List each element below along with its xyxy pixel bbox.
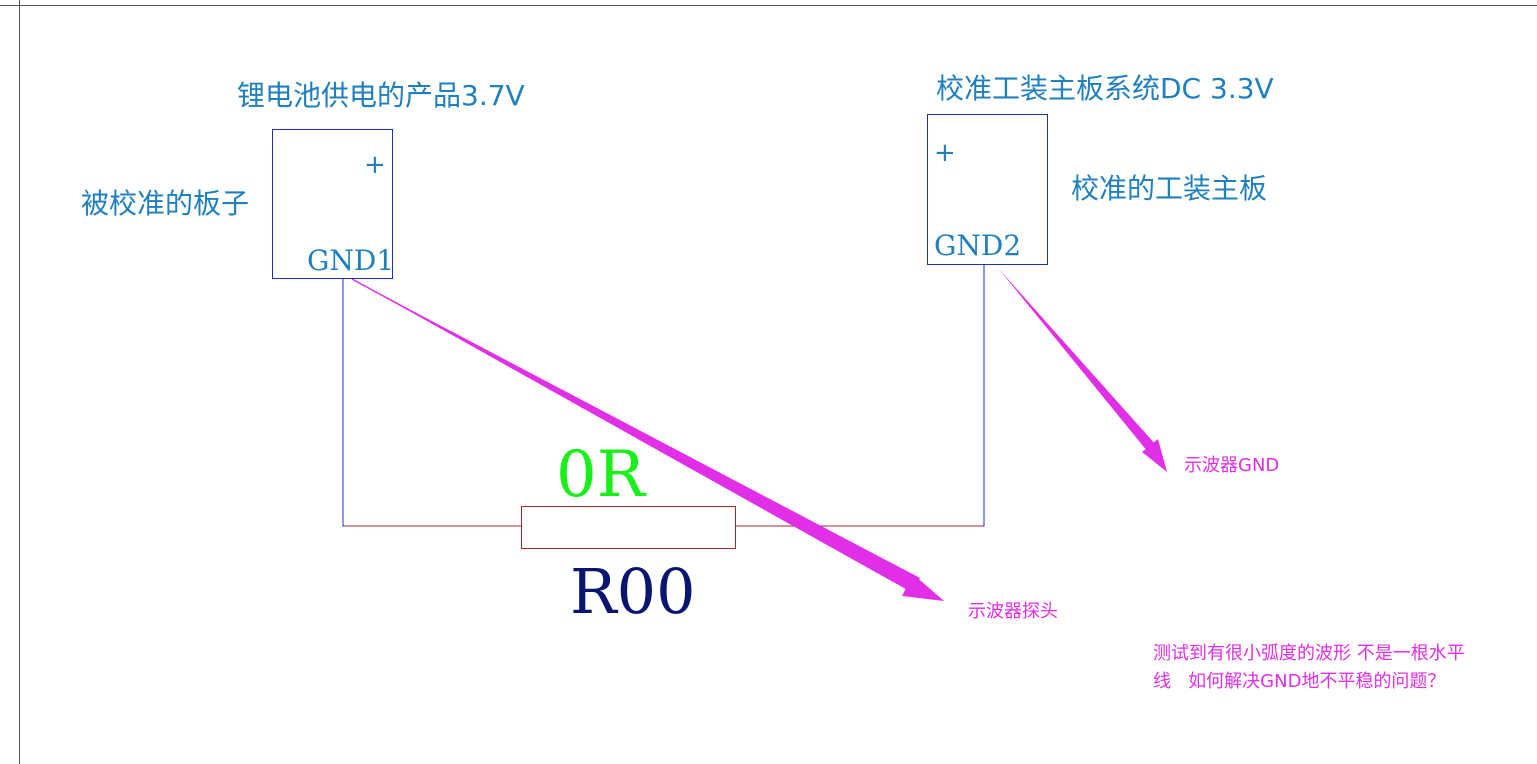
left-board-title: 锂电池供电的产品3.7V: [237, 79, 525, 112]
right-board-title: 校准工装主板系统DC 3.3V: [936, 72, 1274, 105]
scope-gnd-label: 示波器GND: [1184, 455, 1280, 476]
resistor-body: [521, 506, 736, 549]
question-line-1: 测试到有很小弧度的波形 不是一根水平: [1153, 643, 1465, 664]
question-line-2: 线 如何解决GND地不平稳的问题？: [1153, 671, 1446, 692]
resistor-value-label: 0R: [556, 438, 645, 512]
scope-gnd-arrow: [998, 268, 1167, 472]
right-board-plus: +: [934, 138, 956, 168]
right-board-caption: 校准的工装主板: [1071, 172, 1268, 205]
left-board-box: [272, 129, 393, 279]
right-board-gnd-label: GND2: [934, 229, 1022, 262]
gnd1-wire: [342, 278, 521, 527]
gnd2-wire: [736, 264, 985, 527]
left-board-gnd-label: GND1: [307, 244, 395, 277]
left-board-caption: 被校准的板子: [81, 187, 250, 220]
probe-label: 示波器探头: [968, 601, 1058, 622]
probe-arrow: [351, 278, 944, 601]
right-board-box: [927, 114, 1048, 265]
resistor-designator-label: R00: [570, 555, 696, 628]
left-board-plus: +: [364, 150, 386, 180]
